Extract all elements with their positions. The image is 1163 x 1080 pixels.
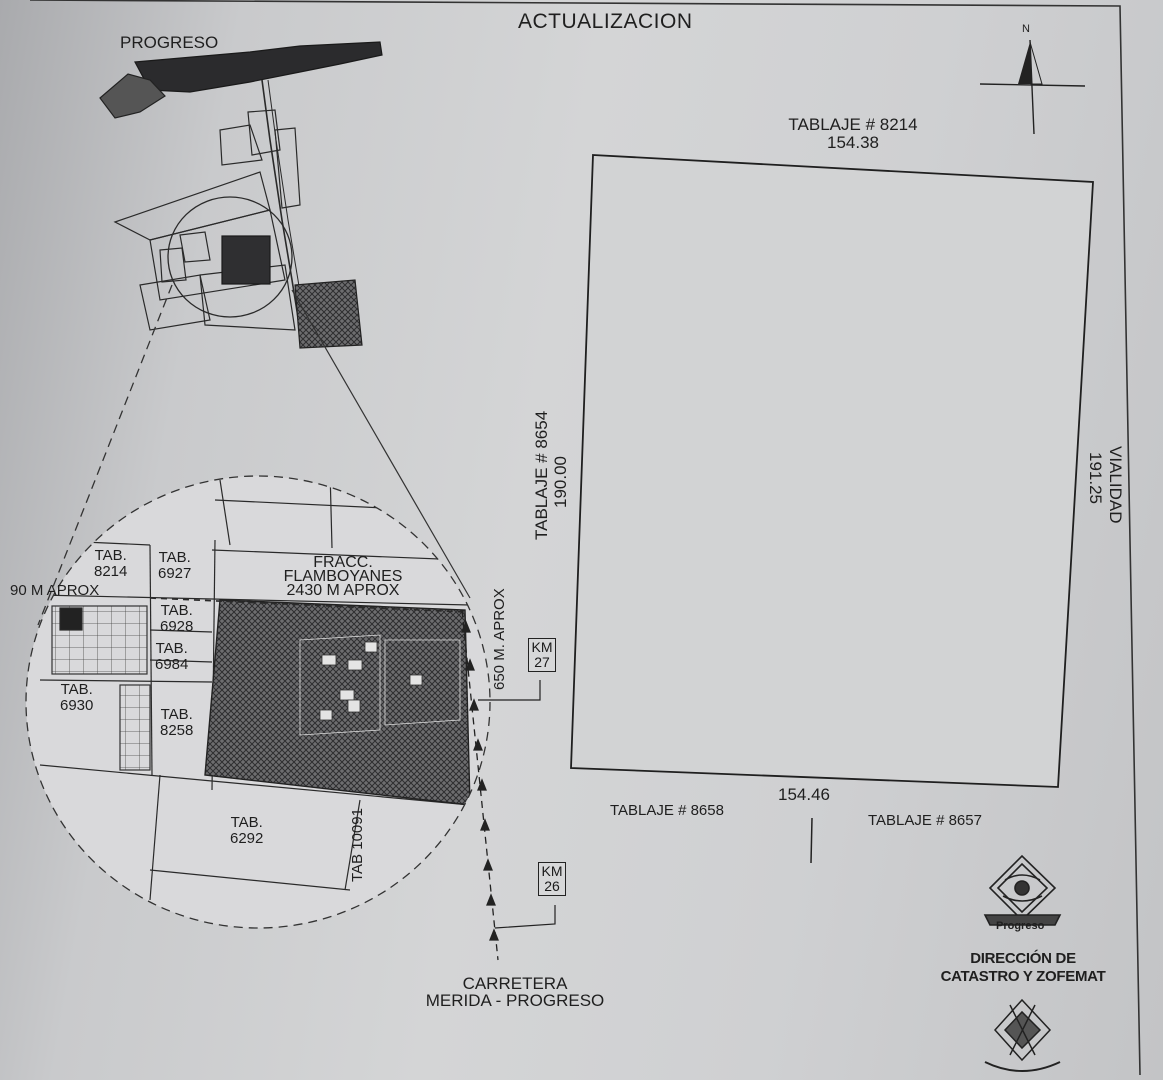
parcel-boundary xyxy=(570,154,1094,788)
north-neighbor-label: TABLAJE # 8214 xyxy=(788,115,918,134)
tab-8258-label: TAB.8258 xyxy=(160,706,194,739)
fracc-flamboyanes-label: FRACC. FLAMBOYANES 2430 M APROX xyxy=(283,554,403,599)
sheet-border xyxy=(29,0,1141,1076)
tab-8214-label: TAB.8214 xyxy=(94,547,128,580)
km26-leader xyxy=(494,905,556,929)
inset-circle-outline xyxy=(25,475,491,929)
tab-6927-label: TAB.6927 xyxy=(158,549,192,582)
south-neighbor-left-label: TABLAJE # 8658 xyxy=(610,802,724,819)
municipal-seal-icon xyxy=(983,854,1062,926)
north-length-label: 154.38 xyxy=(827,133,879,152)
state-seal-icon xyxy=(984,998,1061,1072)
fraccionamiento-flamboyanes xyxy=(204,599,471,806)
left-distance-label: 90 M APROX xyxy=(10,582,100,599)
highway-merida-progreso xyxy=(461,609,499,961)
urban-block xyxy=(294,279,363,349)
west-length-label: 190.00 xyxy=(551,456,570,508)
tab-6984-label: TAB.6984 xyxy=(155,640,189,673)
inset-map xyxy=(26,476,490,928)
right-distance-label: 650 M. APROX xyxy=(491,588,508,690)
lot-marker-dark xyxy=(59,607,83,631)
tab-6292-label: TAB.6292 xyxy=(230,814,264,847)
north-label: N xyxy=(1022,23,1030,35)
zoom-connector-right xyxy=(291,289,471,599)
locality-zoom-circle xyxy=(167,196,293,318)
west-neighbor-label: TABLAJE # 8654 xyxy=(532,410,551,540)
road-label: CARRETERA MERIDA - PROGRESO xyxy=(425,974,605,1010)
department-label: DIRECCIÓN DE CATASTRO Y ZOFEMAT xyxy=(940,950,1106,985)
progreso-pier-shape xyxy=(99,73,166,119)
south-neighbor-right-label: TABLAJE # 8657 xyxy=(868,812,982,829)
locality-highlight-block xyxy=(221,235,271,285)
highway-line xyxy=(261,79,301,331)
progreso-town-shape xyxy=(134,41,383,93)
seal-municipality-label: Progreso xyxy=(996,920,1045,932)
town-label: PROGRESO xyxy=(120,33,219,52)
zoom-connectors xyxy=(37,284,173,626)
locality-map xyxy=(99,41,383,349)
east-length-label: 191.25 xyxy=(1086,452,1105,504)
south-length-label: 154.46 xyxy=(778,785,830,804)
km27-leader xyxy=(478,680,541,701)
east-neighbor-label: VIALIDAD xyxy=(1106,446,1125,524)
tab-10091-label: TAB 10091 xyxy=(349,808,366,882)
tab-6930-label: TAB.6930 xyxy=(60,681,94,714)
north-arrow-icon xyxy=(979,39,1086,135)
tab-6928-label: TAB.6928 xyxy=(160,602,194,635)
page-title: ACTUALIZACION xyxy=(518,10,693,33)
south-boundary-tick xyxy=(810,817,813,864)
